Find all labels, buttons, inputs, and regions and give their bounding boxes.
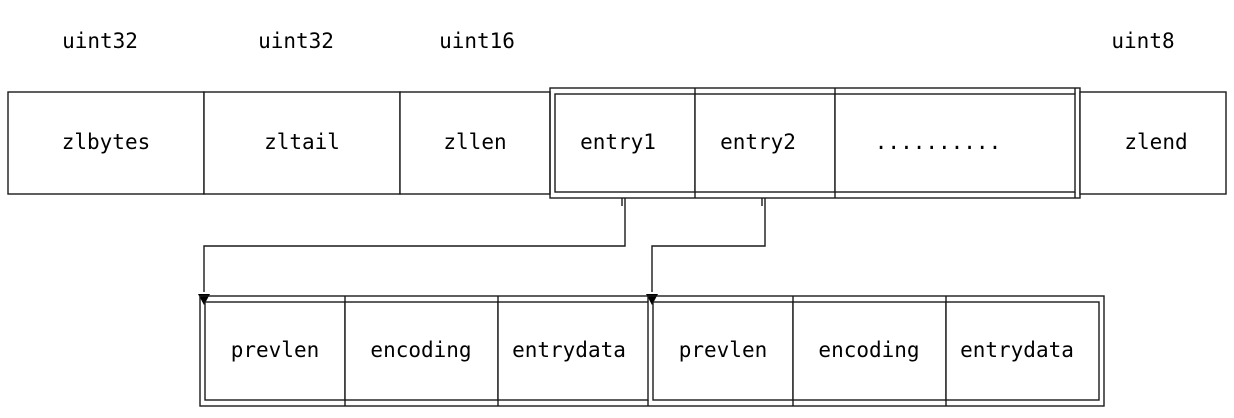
- ellipsis-label: ..........: [875, 130, 1001, 154]
- encoding-label: encoding: [818, 338, 919, 362]
- entry-detail-2: prevlen encoding entrydata: [652, 301, 1100, 401]
- zltail-label: zltail: [264, 130, 340, 154]
- entry2-cell: [694, 93, 836, 193]
- entry-detail-join-ticks: [344, 296, 947, 406]
- entry-detail-1: prevlen encoding entrydata: [204, 301, 649, 401]
- prevlen-label: prevlen: [679, 338, 768, 362]
- connectors: [198, 198, 766, 305]
- encoding-label: encoding: [370, 338, 471, 362]
- type-label-zltail: uint32: [258, 29, 334, 53]
- type-label-zllen: uint16: [439, 29, 515, 53]
- zllen-cell: [399, 91, 551, 195]
- entries-join-ticks: [694, 88, 1076, 198]
- entrydata-cell: [497, 301, 649, 401]
- entrydata-label: entrydata: [512, 338, 626, 362]
- ziplist-row: zlbytes zltail zllen entry1 entry2 .....…: [7, 87, 1227, 199]
- entry1-label: entry1: [580, 130, 656, 154]
- zlend-cell: [1079, 91, 1227, 195]
- entries-group: [549, 87, 1081, 199]
- zlbytes-cell: [7, 91, 205, 195]
- entry1-connector: [203, 198, 626, 292]
- arrow-down-icon: [646, 294, 658, 305]
- prevlen-label: prevlen: [231, 338, 320, 362]
- prevlen-cell: [652, 301, 794, 401]
- zlend-label: zlend: [1124, 130, 1187, 154]
- entry1-cell: [554, 93, 696, 193]
- zltail-cell: [203, 91, 401, 195]
- type-label-zlbytes: uint32: [62, 29, 138, 53]
- zllen-label: zllen: [443, 130, 506, 154]
- encoding-cell: [792, 301, 947, 401]
- entry2-connector: [651, 198, 766, 292]
- ellipsis-cell: [834, 93, 1076, 193]
- entry-detail-outer-border: [199, 295, 1105, 407]
- entry-detail-row: prevlen encoding entrydata prevlen encod…: [199, 295, 1105, 407]
- prevlen-cell: [204, 301, 346, 401]
- entrydata-label: entrydata: [960, 338, 1074, 362]
- arrow-down-icon: [198, 294, 210, 305]
- type-label-zlend: uint8: [1111, 29, 1174, 53]
- zlbytes-label: zlbytes: [62, 130, 151, 154]
- entry2-label: entry2: [720, 130, 796, 154]
- entrydata-cell: [945, 301, 1100, 401]
